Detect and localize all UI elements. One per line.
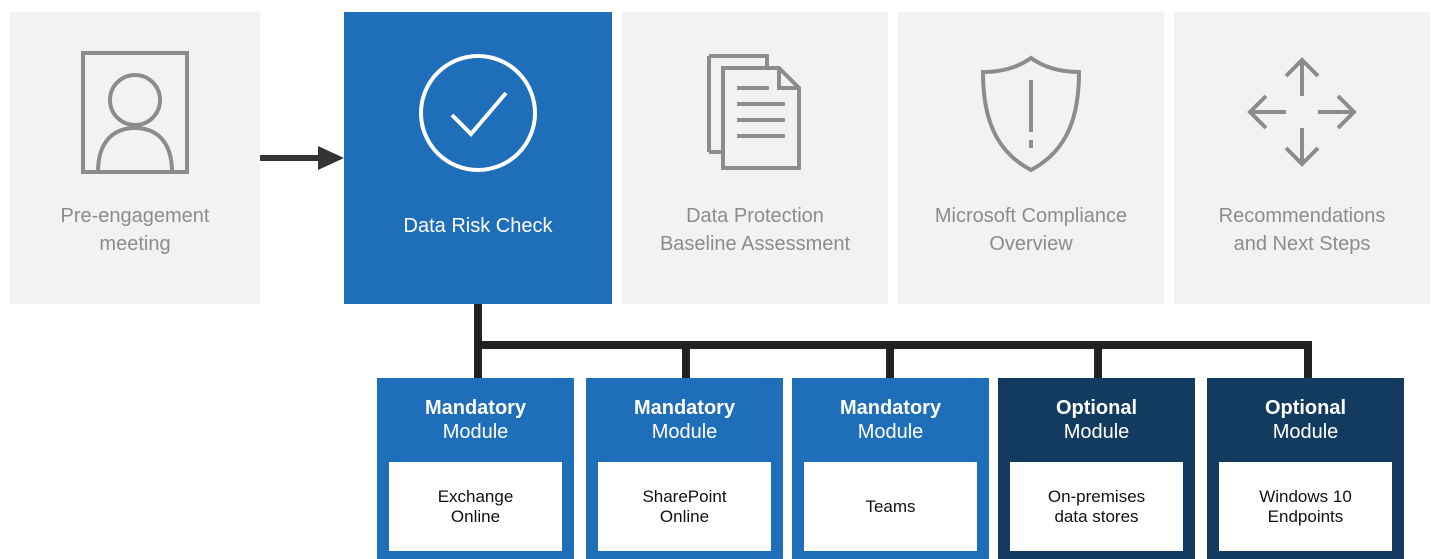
step-label: Microsoft Compliance Overview (934, 205, 1128, 255)
module-header: Mandatory Module (377, 396, 574, 444)
flow-arrow-icon (260, 146, 344, 170)
step-data-risk-check: Data Risk Check (344, 12, 612, 304)
module-sub: Module (651, 421, 718, 443)
connector-trunk (474, 304, 482, 348)
step-compliance-overview: Microsoft Compliance Overview (898, 12, 1164, 304)
connector-drop (474, 341, 482, 378)
module-header: Optional Module (998, 396, 1195, 444)
step-data-protection: Data Protection Baseline Assessment (622, 12, 888, 304)
step-label: Data Protection Baseline Assessment (659, 205, 851, 255)
module-name: Exchange Online (389, 462, 562, 551)
connector-drop (886, 341, 894, 378)
module-on-premises: Optional Module On-premises data stores (998, 378, 1195, 559)
checkmark-circle-icon (419, 54, 537, 172)
step-label: Recommendations and Next Steps (1218, 205, 1386, 255)
module-sharepoint-online: Mandatory Module SharePoint Online (586, 378, 783, 559)
documents-icon (707, 54, 801, 170)
module-sub: Module (1272, 421, 1339, 443)
module-header: Mandatory Module (586, 396, 783, 444)
module-header: Optional Module (1207, 396, 1404, 444)
module-kind: Mandatory (424, 397, 527, 419)
module-name: On-premises data stores (1010, 462, 1183, 551)
module-sub: Module (857, 421, 924, 443)
module-name: Teams (804, 462, 977, 551)
step-pre-engagement: Pre-engagement meeting (10, 12, 260, 304)
person-icon (81, 51, 189, 174)
module-windows-endpoints: Optional Module Windows 10 Endpoints (1207, 378, 1404, 559)
step-label: Data Risk Check (403, 215, 553, 237)
module-kind: Mandatory (633, 397, 736, 419)
connector-drop (682, 341, 690, 378)
module-exchange-online: Mandatory Module Exchange Online (377, 378, 574, 559)
module-teams: Mandatory Module Teams (792, 378, 989, 559)
connector-drop (1304, 341, 1312, 378)
step-recommendations: Recommendations and Next Steps (1174, 12, 1430, 304)
module-header: Mandatory Module (792, 396, 989, 444)
four-way-arrows-icon (1247, 57, 1357, 167)
module-name: SharePoint Online (598, 462, 771, 551)
module-name: Windows 10 Endpoints (1219, 462, 1392, 551)
module-kind: Optional (1055, 397, 1138, 419)
module-sub: Module (1063, 421, 1130, 443)
step-label: Pre-engagement meeting (60, 205, 210, 255)
module-kind: Optional (1264, 397, 1347, 419)
connector-drop (1094, 341, 1102, 378)
shield-alert-icon (980, 55, 1082, 173)
module-sub: Module (442, 421, 509, 443)
module-kind: Mandatory (839, 397, 942, 419)
